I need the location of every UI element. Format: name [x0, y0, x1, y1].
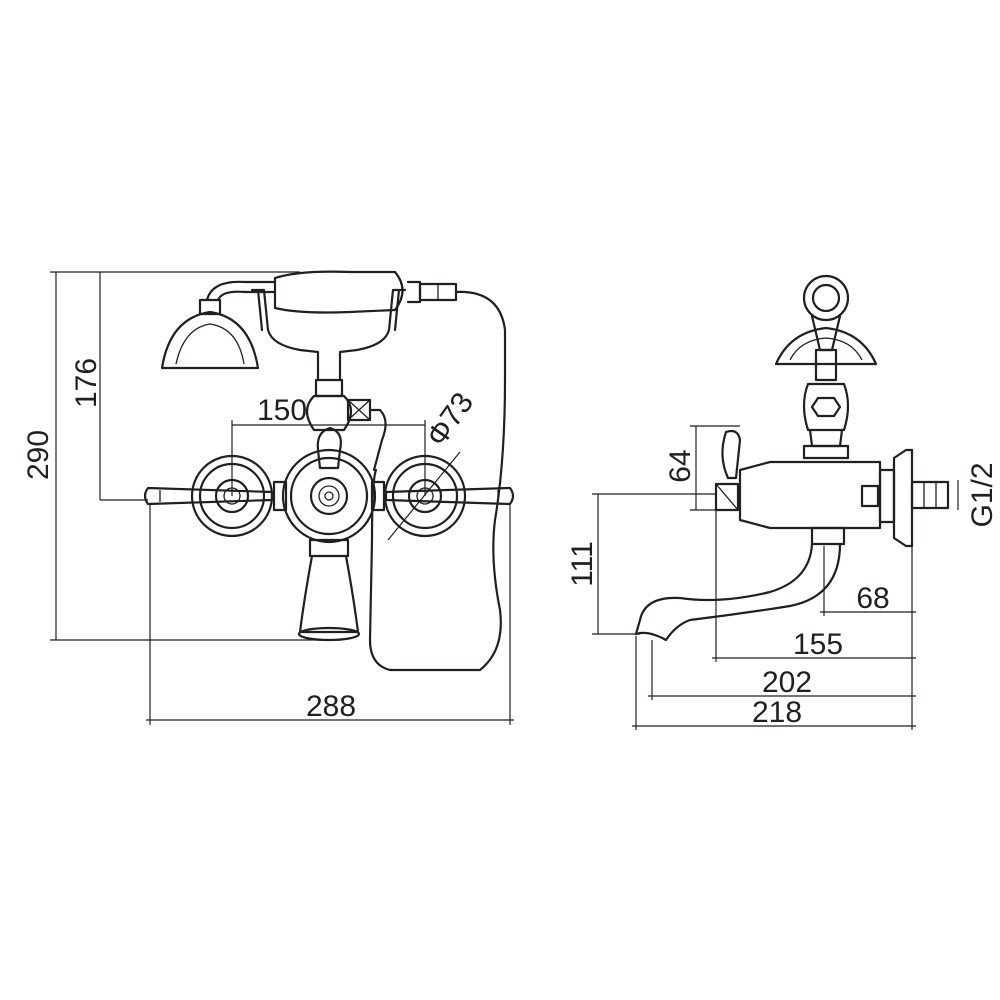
front-view: 290 176 150 Φ73 288: [22, 270, 515, 725]
diverter-column: [305, 394, 387, 472]
dim-lever-height: 64: [664, 449, 697, 482]
dim-handshower-height: 176: [70, 358, 103, 408]
spout-front: [297, 538, 361, 642]
hose: [368, 378, 507, 672]
hand-shower-head: [160, 280, 277, 370]
lever-side: [714, 429, 742, 512]
mixer-body: [272, 448, 386, 544]
spout-side: [634, 526, 846, 642]
diverter-side: [802, 382, 850, 460]
dim-total-height: 290: [22, 430, 55, 480]
left-valve: [143, 454, 274, 538]
side-dimension-lines: [592, 425, 959, 730]
cradle: [250, 288, 407, 398]
dim-escutcheon-diameter: Φ73: [420, 387, 480, 453]
dim-connection-thread: G1/2: [966, 462, 999, 527]
dim-202: 202: [762, 666, 812, 699]
hand-shower-side: [774, 274, 878, 382]
dim-68: 68: [856, 582, 889, 615]
front-dimension-lines: [50, 271, 514, 725]
side-view: 64 111 G1/2 68 155 202 218: [566, 274, 999, 730]
dim-spout-height: 111: [566, 541, 599, 587]
dim-total-width: 288: [306, 690, 356, 723]
dim-155: 155: [793, 628, 843, 661]
dim-218: 218: [752, 696, 802, 729]
dim-inlet-centers: 150: [257, 394, 307, 427]
handset: [273, 270, 507, 382]
